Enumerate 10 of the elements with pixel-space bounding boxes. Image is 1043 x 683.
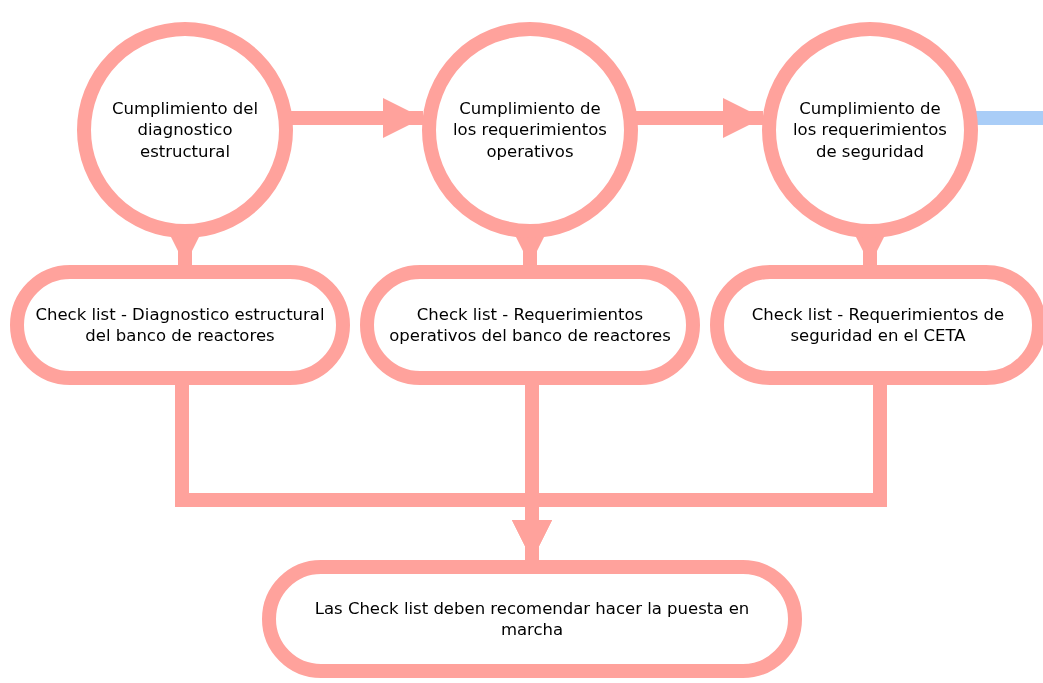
node-label: Check list - Requerimientos de seguridad en el CETA xyxy=(750,303,1006,347)
arrow xyxy=(636,98,763,138)
node-label: Check list - Diagnostico estructural del banco de reactores xyxy=(34,303,326,347)
process-box xyxy=(710,265,1043,385)
node-label: Check list - Requerimientos operativos del banco de reactores xyxy=(388,303,672,347)
arrow xyxy=(291,98,423,138)
node-label: Cumplimiento de los requerimientos de seguridad xyxy=(792,97,948,163)
node-label: Cumplimiento de los requerimientos operativos xyxy=(452,97,608,163)
node-label: Cumplimiento del diagnostico estructural xyxy=(111,97,259,163)
node-label: Las Check list deben recomendar hacer la puesta en marcha xyxy=(313,597,751,641)
